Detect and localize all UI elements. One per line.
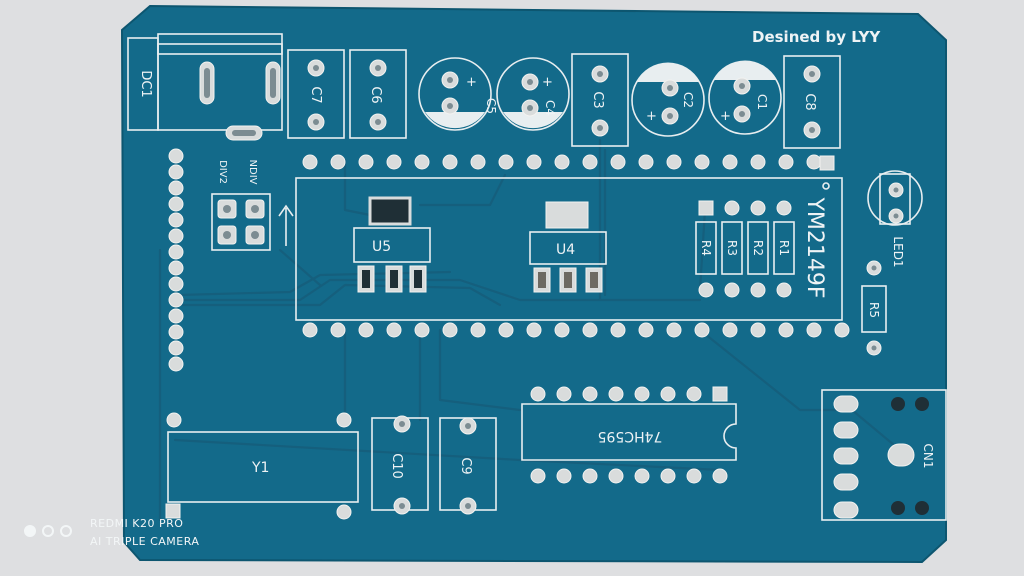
c5-label: C5 [484, 98, 498, 114]
ym2149f-chip: YM2149F [295, 177, 843, 321]
c9-label: C9 [458, 457, 473, 474]
watermark-logo-dots [24, 525, 84, 541]
u5-label: U5 [372, 239, 391, 255]
c1-label: C1 [755, 94, 769, 110]
c4-plus: + [542, 75, 553, 90]
led1-label: LED1 [891, 236, 905, 267]
dc1-label: DC1 [138, 70, 153, 97]
c8-capacitor: C8 [783, 55, 841, 149]
ic-74hc595: 74HC595 [521, 386, 737, 484]
cn1-label: CN1 [921, 444, 935, 469]
designer-text: Desined by LYY [752, 28, 881, 46]
c2-label: C2 [681, 92, 695, 108]
led1: LED1 [867, 170, 923, 268]
ic74-label: 74HC595 [598, 428, 663, 444]
y1-label: Y1 [251, 460, 269, 476]
c5-plus: + [466, 75, 477, 90]
c3-capacitor: C3 [571, 53, 629, 147]
u4-regulator: U4 [529, 201, 607, 293]
ym2149f-label: YM2149F [802, 196, 827, 298]
chip-pins-bottom [302, 322, 850, 338]
c7-label: C7 [308, 86, 323, 103]
u5-regulator: U5 [353, 196, 431, 293]
r5-resistor: R5 [861, 260, 887, 356]
c3-label: C3 [590, 91, 605, 108]
c4-capacitor: + C4 [496, 57, 570, 131]
c6-label: C6 [368, 86, 383, 103]
chip-pins-top [302, 154, 835, 171]
c4-label: C4 [543, 100, 557, 116]
c2-plus: + [646, 109, 657, 124]
div2-label: DIV2 [217, 160, 228, 184]
c8-label: C8 [802, 93, 817, 110]
resistor-array: R4 R3 R2 R1 [695, 200, 795, 298]
r5-label: R5 [867, 302, 881, 318]
div-jumper: DIV2 NDIV [211, 160, 294, 251]
c2-capacitor: + C2 [631, 62, 705, 137]
c6-capacitor: C6 [349, 49, 407, 139]
dc1-jack: DC1 [127, 33, 283, 141]
r4-label: R4 [699, 240, 713, 256]
r1-label: R1 [777, 240, 791, 256]
watermark-line1: REDMI K20 PRO [90, 517, 184, 530]
left-pin-header [168, 148, 184, 372]
y1-crystal: Y1 [165, 412, 359, 520]
c10-label: C10 [389, 453, 404, 479]
copper-traces [158, 138, 902, 522]
ndiv-label: NDIV [247, 160, 258, 185]
c1-capacitor: + C1 [708, 60, 782, 135]
u4-label: U4 [556, 242, 575, 258]
r2-label: R2 [751, 240, 765, 256]
watermark-line2: AI TRIPLE CAMERA [90, 535, 200, 548]
c1-plus: + [720, 109, 731, 124]
c9-capacitor: C9 [439, 417, 497, 515]
cn1-connector: CN1 [821, 389, 947, 521]
c7-capacitor: C7 [287, 49, 345, 139]
c5-capacitor: + C5 [418, 57, 498, 131]
c10-capacitor: C10 [371, 415, 429, 515]
r3-label: R3 [725, 240, 739, 256]
